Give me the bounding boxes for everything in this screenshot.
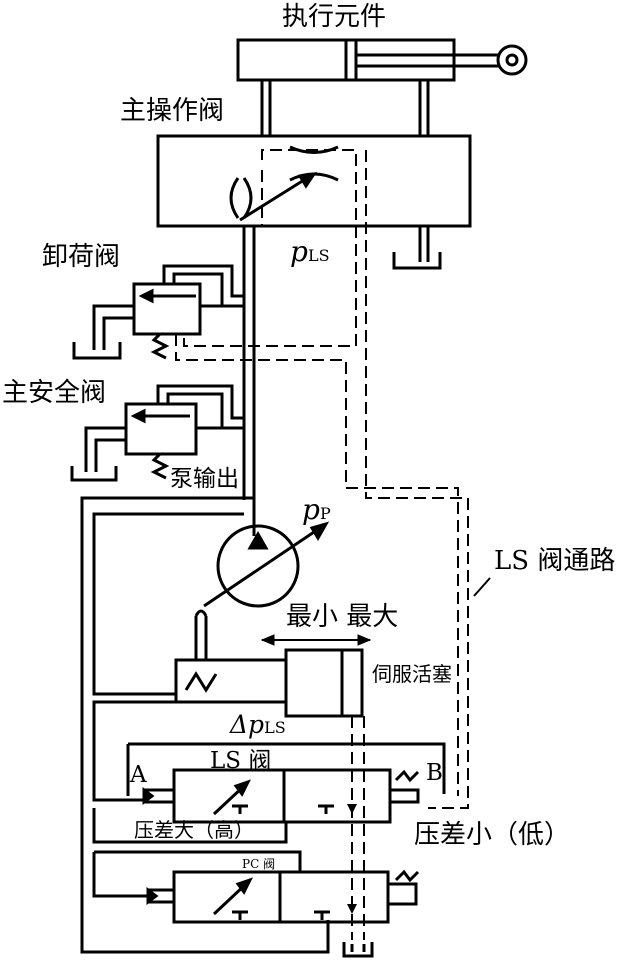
port-a-label: A [130, 762, 147, 788]
tank-bottom [342, 942, 374, 958]
ls-valve-symbol [92, 742, 446, 844]
pump-pressure-loop [80, 496, 330, 954]
p-ls-label: pLS [290, 238, 330, 266]
p-p-subscript: P [319, 504, 331, 523]
port-b-label: B [426, 760, 443, 786]
delta-symbol: Δp [230, 710, 265, 739]
p-ls-symbol: p [290, 235, 308, 268]
unload-valve-label: 卸荷阀 [42, 242, 121, 272]
delta-p-ls-label: ΔpLS [230, 712, 286, 737]
p-p-symbol: p [302, 493, 320, 526]
p-ls-subscript: LS [307, 246, 330, 265]
main-valve-body [156, 134, 472, 262]
ls-path-leader [473, 577, 491, 597]
tank-main [392, 252, 442, 270]
main-relief-label: 主安全阀 [2, 378, 107, 408]
diff-small-label: 压差小（低） [414, 820, 571, 850]
ls-valve-label: LS 阀 [210, 748, 272, 774]
ls-path-label: LS 阀通路 [494, 546, 616, 576]
diff-large-label: 压差大（高） [134, 818, 254, 842]
p-p-label: pP [302, 496, 331, 524]
servo-piston-symbol [92, 609, 372, 802]
delta-subscript: LS [264, 718, 286, 737]
main-relief-symbol [70, 384, 244, 482]
pc-valve-symbol [92, 850, 420, 924]
min-max-label: 最小 最大 [286, 602, 399, 632]
pc-valve-label: PC 阀 [242, 857, 276, 871]
servo-piston-label: 伺服活塞 [372, 662, 452, 686]
main-valve-label: 主操作阀 [120, 96, 225, 126]
actuator-cylinder [236, 38, 528, 136]
pump-output-label: 泵输出 [170, 466, 239, 492]
ls-dashed-lines [175, 149, 469, 940]
pump-main-line [242, 226, 256, 536]
variable-pump [203, 500, 330, 608]
unload-valve-symbol [72, 264, 244, 360]
actuator-label: 执行元件 [282, 2, 387, 32]
